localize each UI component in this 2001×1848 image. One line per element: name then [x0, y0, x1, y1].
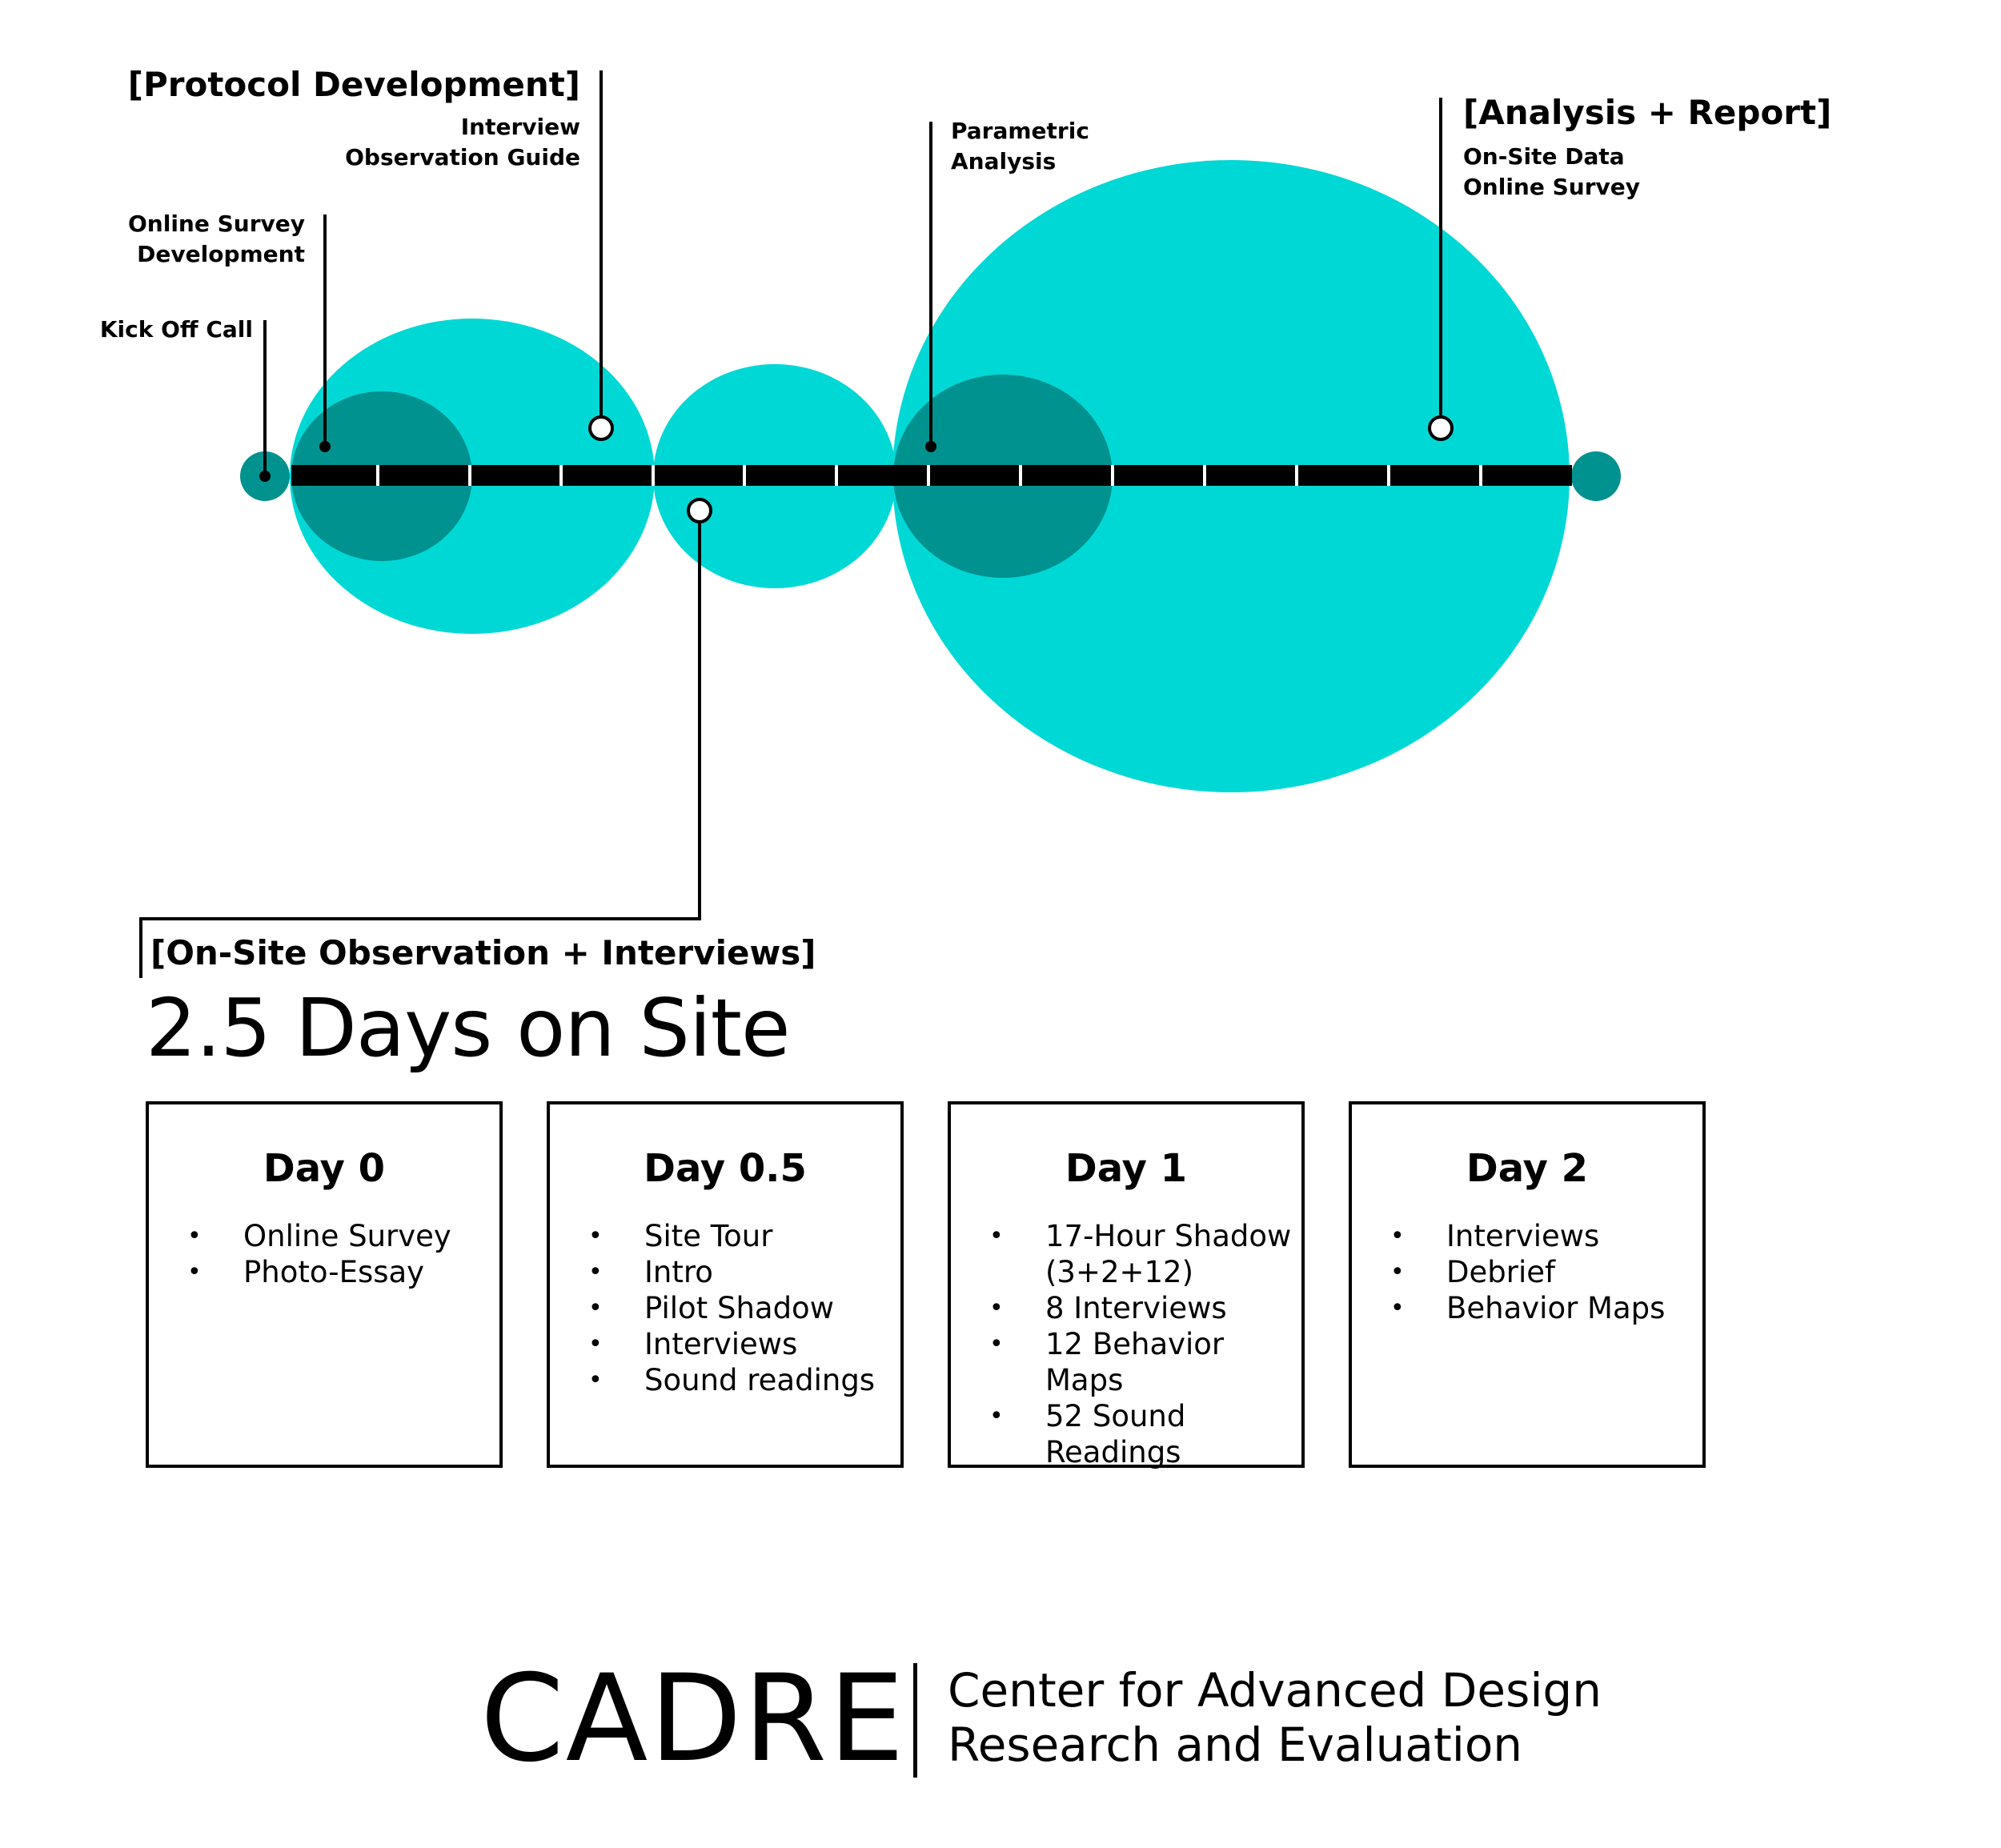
onsite-phase-label: [On-Site Observation + Interviews] — [150, 933, 816, 972]
kick-off-marker — [259, 471, 271, 482]
day-title: Day 2 — [1466, 1146, 1589, 1191]
analysis-marker — [1428, 415, 1454, 441]
online-survey-dev-label: Online Survey Development — [127, 210, 305, 267]
analysis-items-label: On-Site Data Online Survey — [1463, 143, 1641, 200]
timeline-bar — [291, 465, 1572, 486]
leader-lines — [139, 70, 1442, 978]
interview-guide-label: Interview Observation Guide — [345, 114, 580, 170]
interview-guide-marker — [588, 415, 614, 441]
list-item: Photo-Essay — [149, 1254, 499, 1290]
list-item: Online Survey — [149, 1218, 499, 1254]
list-item: Intro — [550, 1254, 900, 1290]
parametric-label: Parametric Analysis — [951, 118, 1089, 174]
org-name-line2: Research and Evaluation — [948, 1718, 1523, 1772]
list-item: 12 Behavior Maps — [951, 1326, 1301, 1398]
survey-dev-marker — [319, 441, 331, 452]
org-name-line1: Center for Advanced Design — [948, 1663, 1602, 1718]
list-item: Interviews — [1352, 1218, 1702, 1254]
list-item: 8 Interviews — [951, 1290, 1301, 1326]
list-item: Sound readings — [550, 1362, 900, 1398]
day-items: Site Tour Intro Pilot Shadow Interviews … — [550, 1218, 900, 1398]
day-card: Day 2 Interviews Debrief Behavior Maps — [1349, 1101, 1706, 1468]
list-item: Debrief — [1352, 1254, 1702, 1290]
list-item: Behavior Maps — [1352, 1290, 1702, 1326]
day-items: 17-Hour Shadow (3+2+12) 8 Interviews 12 … — [951, 1218, 1301, 1470]
day-items: Online Survey Photo-Essay — [149, 1218, 499, 1290]
day-items: Interviews Debrief Behavior Maps — [1352, 1218, 1702, 1326]
logo-divider — [913, 1663, 917, 1778]
kick-off-label: Kick Off Call — [99, 316, 253, 343]
parametric-marker — [925, 441, 936, 452]
list-item: 52 Sound Readings — [951, 1398, 1301, 1470]
list-item: Pilot Shadow — [550, 1290, 900, 1326]
list-item: Interviews — [550, 1326, 900, 1362]
list-item: Site Tour — [550, 1218, 900, 1254]
cadre-logo: CADRE — [480, 1650, 906, 1789]
day-title: Day 0.5 — [644, 1146, 807, 1191]
timeline-end-cap — [1571, 451, 1621, 501]
day-card: Day 1 17-Hour Shadow (3+2+12) 8 Intervie… — [948, 1101, 1305, 1470]
day-card: Day 0.5 Site Tour Intro Pilot Shadow Int… — [547, 1101, 904, 1468]
page-title: 2.5 Days on Site — [146, 981, 791, 1075]
onsite-marker — [687, 498, 712, 523]
protocol-phase-label: [Protocol Development] — [127, 65, 580, 104]
timeline-ticks — [376, 465, 1482, 486]
analysis-phase-label: [Analysis + Report] — [1463, 93, 1832, 132]
list-item: 17-Hour Shadow (3+2+12) — [951, 1218, 1301, 1290]
day-card: Day 0 Online Survey Photo-Essay — [146, 1101, 503, 1468]
day-title: Day 1 — [1065, 1146, 1188, 1191]
day-title: Day 0 — [263, 1146, 386, 1191]
